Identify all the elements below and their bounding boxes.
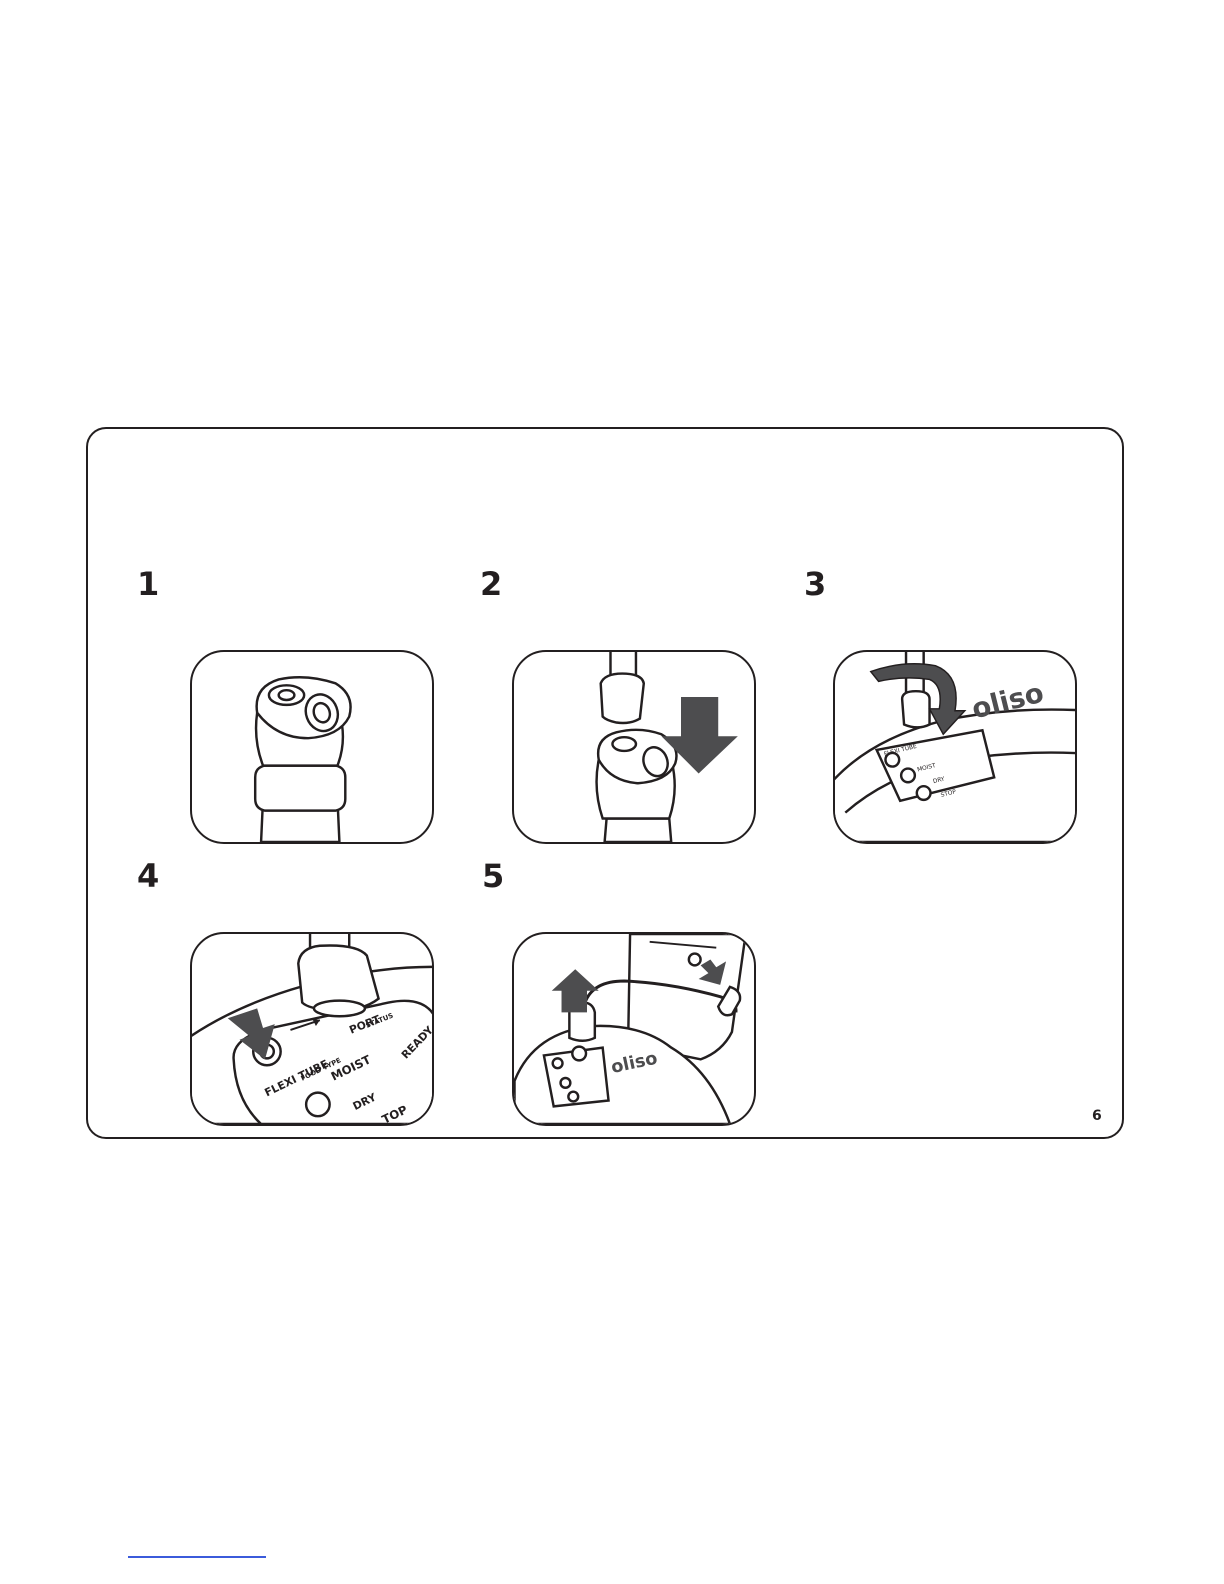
step-number-3: 3: [804, 568, 826, 600]
valve-nozzle-image: [192, 652, 432, 842]
step-1-illustration: [190, 650, 434, 844]
step-number-1: 1: [137, 568, 159, 600]
step-3-illustration: oliso FLEXI TUBE MOIST DRY STOP: [833, 650, 1077, 844]
step-2-illustration: [512, 650, 756, 844]
step-number-5: 5: [482, 860, 504, 892]
step-number-2: 2: [480, 568, 502, 600]
press-flexi-tube-button-image: PORT STATUS FLEXI TUBE FOOD TYPE MOIST D…: [192, 934, 432, 1124]
cap-onto-valve-image: [514, 652, 754, 842]
page-number: 6: [1092, 1108, 1102, 1124]
twist-cap-device-image: oliso FLEXI TUBE MOIST DRY STOP: [835, 652, 1075, 842]
step-number-4: 4: [137, 860, 159, 892]
footer-link-underline[interactable]: [128, 1556, 266, 1558]
step-5-illustration: oliso: [512, 932, 756, 1126]
store-tube-image: oliso: [514, 934, 754, 1124]
step-4-illustration: PORT STATUS FLEXI TUBE FOOD TYPE MOIST D…: [190, 932, 434, 1126]
